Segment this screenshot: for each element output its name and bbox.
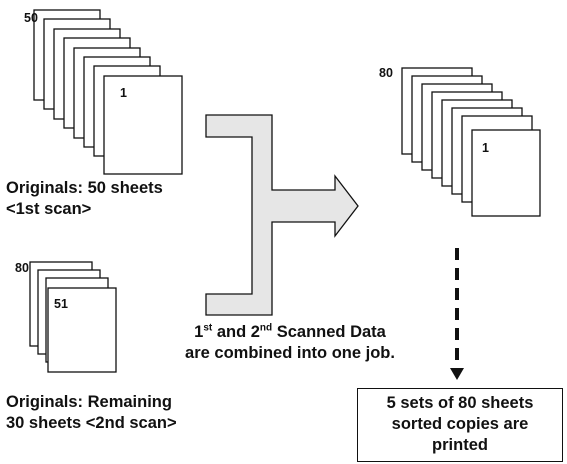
sheet (47, 287, 117, 373)
originals-stack-first (33, 9, 183, 175)
sheet (471, 129, 541, 217)
first-stack-top-number: 50 (24, 11, 38, 25)
first-scan-caption: Originals: 50 sheets <1st scan> (6, 178, 163, 220)
merge-label: 1st and 2nd Scanned Data are combined in… (140, 322, 440, 364)
combined-stack-top-number: 80 (379, 66, 393, 80)
originals-stack-second (29, 261, 117, 373)
second-stack-top-number: 80 (15, 261, 29, 275)
merge-arrow (205, 114, 359, 316)
result-line2: sorted copies are (391, 415, 529, 433)
sheet (103, 75, 183, 175)
first-stack-front-number: 1 (120, 86, 127, 100)
merge-label-line2: are combined into one job. (185, 344, 395, 362)
result-box: 5 sets of 80 sheets sorted copies are pr… (357, 388, 563, 462)
first-scan-caption-line2: <1st scan> (6, 200, 92, 218)
second-scan-caption-line1: Originals: Remaining (6, 393, 172, 411)
combined-stack-front-number: 1 (482, 141, 489, 155)
second-scan-caption-line2: 30 sheets <2nd scan> (6, 414, 177, 432)
merge-label-line1: 1st and 2nd Scanned Data (194, 322, 386, 341)
second-scan-caption: Originals: Remaining 30 sheets <2nd scan… (6, 392, 177, 434)
output-arrowhead (450, 368, 464, 380)
combined-stack (401, 67, 541, 217)
second-stack-front-number: 51 (54, 297, 68, 311)
result-line1: 5 sets of 80 sheets (386, 394, 534, 412)
result-line3: printed (432, 436, 488, 454)
first-scan-caption-line1: Originals: 50 sheets (6, 179, 163, 197)
